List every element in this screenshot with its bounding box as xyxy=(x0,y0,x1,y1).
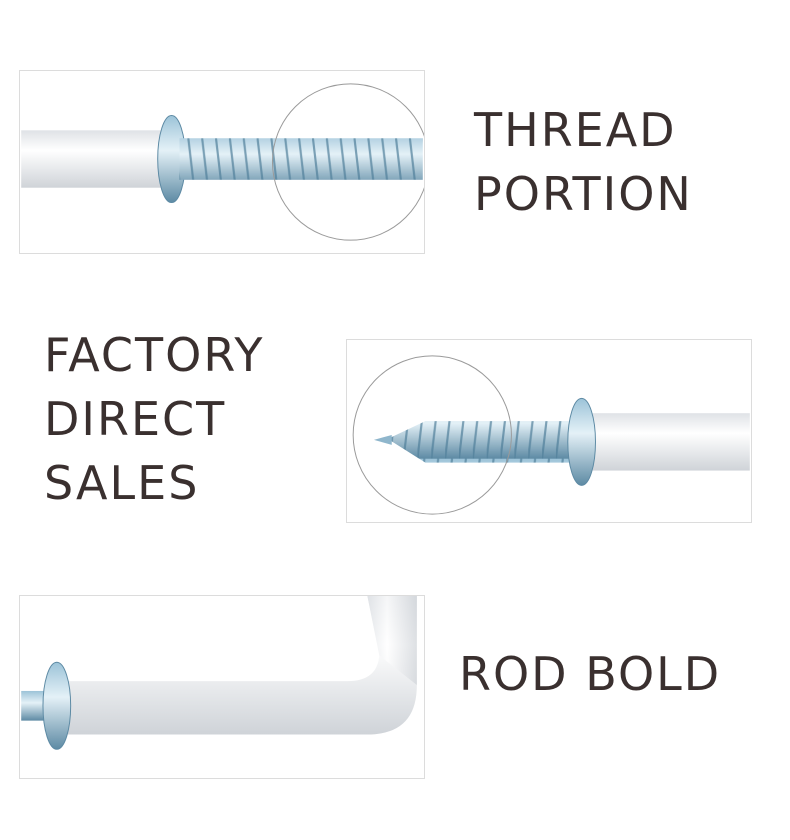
caption-line: THREAD xyxy=(474,103,677,157)
caption-line: ROD BOLD xyxy=(459,647,722,701)
rod-bold-caption: ROD BOLD xyxy=(459,642,721,706)
caption-line: DIRECT xyxy=(44,392,227,446)
screw-thread-illustration xyxy=(21,83,424,241)
rod-bold-photo xyxy=(19,595,425,779)
thread-portion-caption: THREAD PORTION xyxy=(474,98,693,226)
factory-direct-sales-caption: FACTORY DIRECT SALES xyxy=(44,323,264,515)
caption-line: FACTORY xyxy=(44,328,265,382)
caption-line: SALES xyxy=(44,456,200,510)
caption-line: PORTION xyxy=(474,167,693,221)
thread-portion-photo xyxy=(19,70,425,254)
bent-rod-illustration xyxy=(21,596,417,750)
screw-tip-illustration xyxy=(352,355,750,515)
screw-tip-photo xyxy=(346,339,752,523)
